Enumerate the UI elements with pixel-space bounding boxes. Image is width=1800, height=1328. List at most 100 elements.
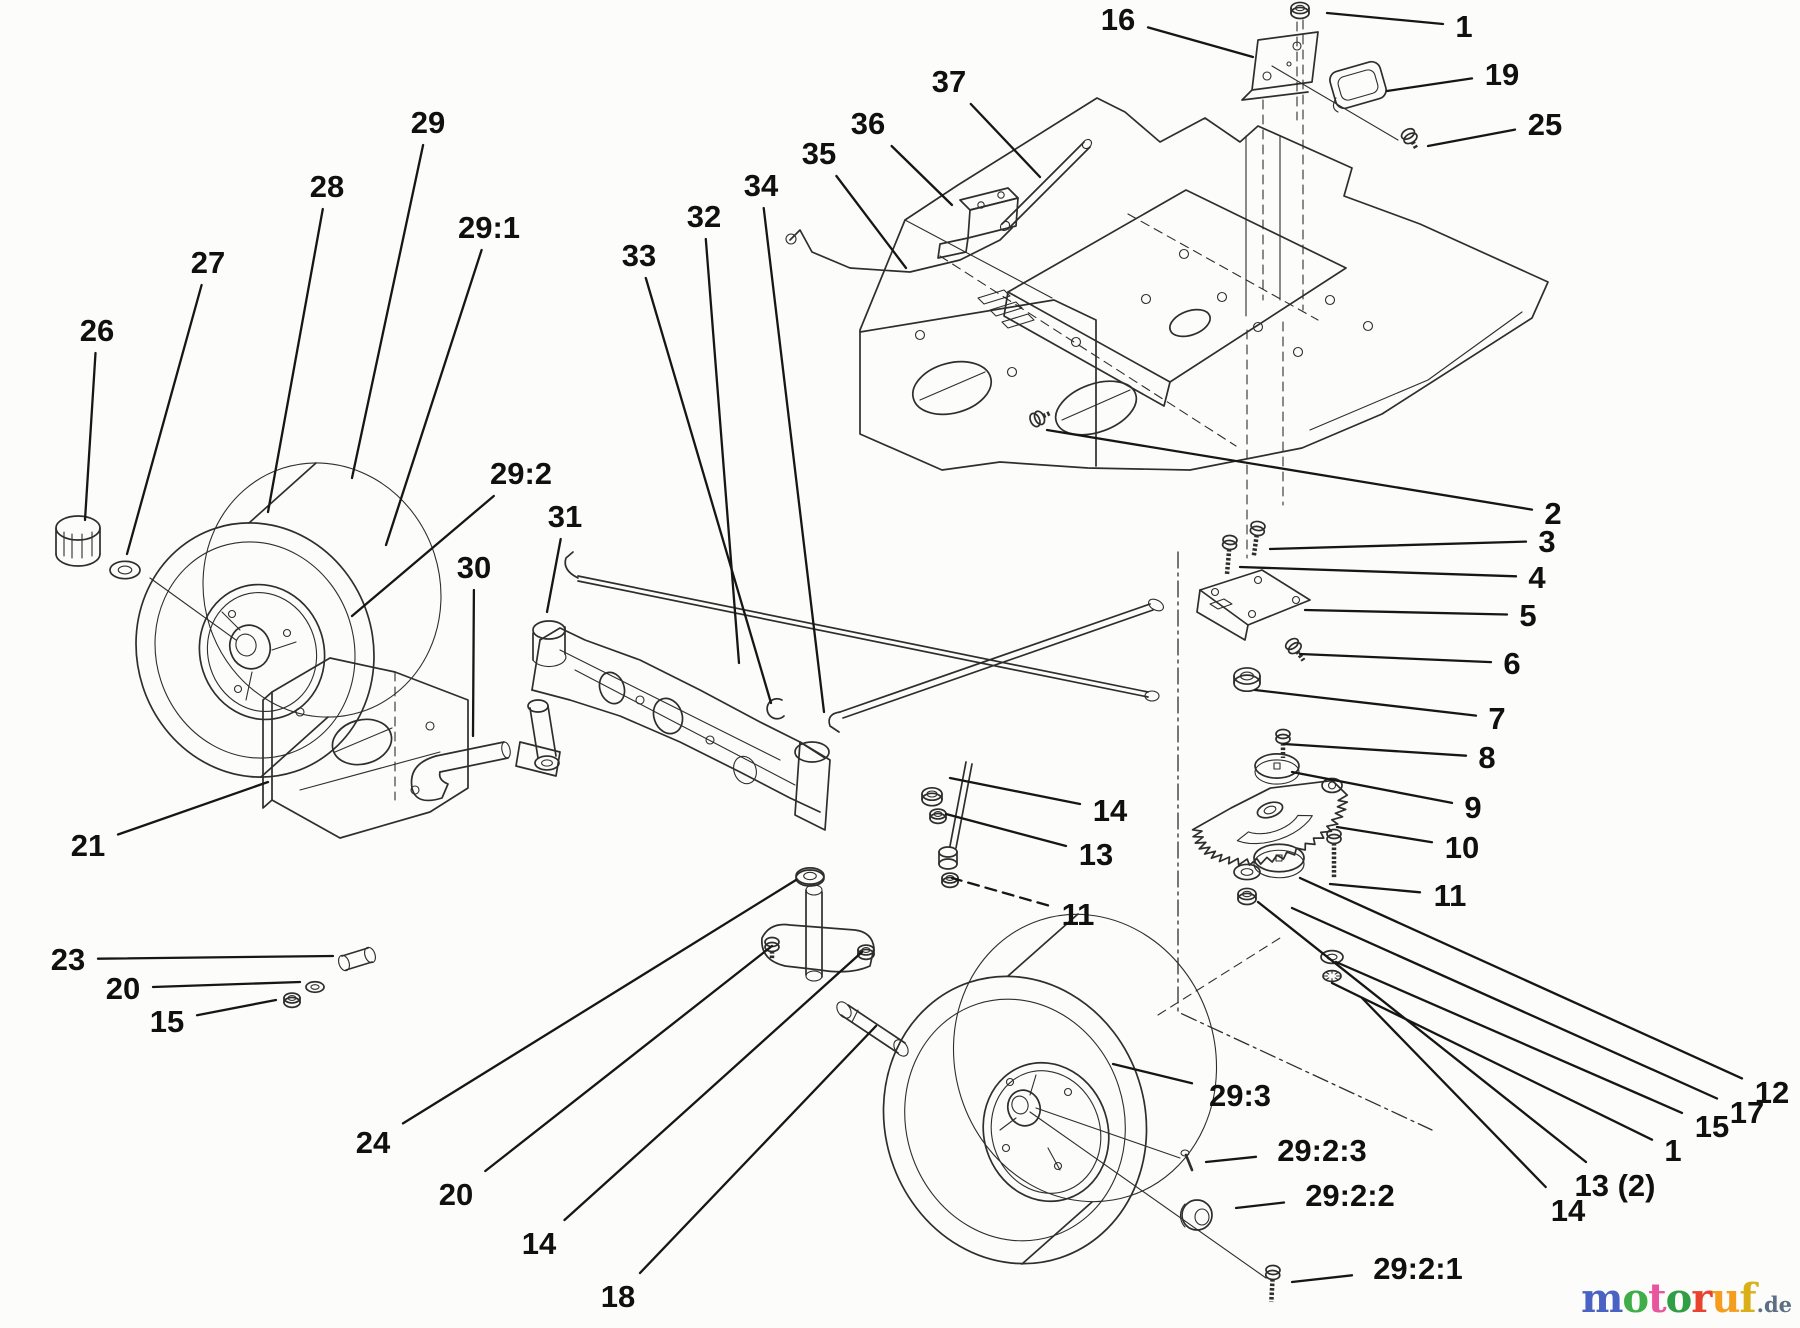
leader-callout-14-40 xyxy=(1360,996,1547,1189)
fasteners-layer xyxy=(109,1,1418,1303)
callout-30-7: 30 xyxy=(457,550,491,585)
callout-20-43: 20 xyxy=(106,971,140,1006)
sector-gear-teeth xyxy=(1191,779,1349,866)
callout-1-38: 1 xyxy=(1664,1133,1681,1168)
callout-29:2:3-32: 29:2:3 xyxy=(1277,1133,1367,1168)
callout-8-24: 8 xyxy=(1478,740,1495,775)
motoruf-logo: motoruf .de xyxy=(1581,1275,1792,1322)
leader-callout-11-27 xyxy=(1328,882,1422,894)
chassis-frame xyxy=(859,97,1549,559)
leader-callout-20-43 xyxy=(151,980,302,989)
callout-28-2: 28 xyxy=(310,169,344,204)
leader-callout-5-21 xyxy=(1303,608,1509,616)
callout-35-11: 35 xyxy=(802,136,836,171)
bolt-0 xyxy=(1249,520,1266,557)
callout-32-9: 32 xyxy=(687,199,721,234)
callout-29:1-4: 29:1 xyxy=(458,210,520,245)
bolt-6 xyxy=(1326,828,1342,878)
callout-15-37: 15 xyxy=(1695,1109,1729,1144)
callout-13-(2)-39: 13 (2) xyxy=(1575,1168,1656,1203)
cover-19 xyxy=(1329,60,1387,113)
steering-plate-5 xyxy=(1196,569,1311,641)
right-wheel-hardware xyxy=(1179,1149,1213,1231)
leader-callout-34-10 xyxy=(762,206,826,714)
leader-callout-11-30 xyxy=(950,876,1050,907)
leader-callout-30-7 xyxy=(471,588,476,738)
leader-callout-3-19 xyxy=(1268,540,1528,551)
callout-16-14: 16 xyxy=(1101,2,1135,37)
leader-callout-20-46 xyxy=(484,944,774,1173)
callout-12-35: 12 xyxy=(1755,1075,1789,1110)
gear-ear-hole xyxy=(1327,781,1337,790)
leader-callout-4-20 xyxy=(1238,565,1518,578)
leader-callout-37-13 xyxy=(969,102,1042,179)
leader-callout-21-41 xyxy=(116,780,270,836)
washer-0 xyxy=(109,560,141,580)
callout-29-3: 29 xyxy=(411,105,445,140)
leader-callout-29:2:3-32 xyxy=(1204,1155,1258,1164)
leader-callout-24-45 xyxy=(401,878,798,1125)
z-bracket-36 xyxy=(937,187,1019,259)
support-bracket-21 xyxy=(262,657,469,839)
logo-letter-r: r xyxy=(1691,1275,1712,1322)
disc-1 xyxy=(1253,843,1305,879)
callout-3-19: 3 xyxy=(1538,524,1555,559)
logo-letter-f: f xyxy=(1739,1275,1756,1322)
callout-18-48: 18 xyxy=(601,1279,635,1314)
leader-callout-35-11 xyxy=(835,174,908,270)
leader-callout-17-36 xyxy=(1290,906,1719,1100)
leader-callout-14-47 xyxy=(563,950,864,1222)
leader-callout-29:2:1-34 xyxy=(1290,1274,1354,1284)
leader-callout-16-14 xyxy=(1146,26,1255,59)
leader-callout-15-44 xyxy=(195,998,278,1017)
leader-callout-26-0 xyxy=(83,351,97,522)
callout-29:2:2-33: 29:2:2 xyxy=(1305,1178,1395,1213)
logo-letter-t: t xyxy=(1648,1275,1667,1322)
leader-callout-18-48 xyxy=(638,1024,878,1275)
callout-20-46: 20 xyxy=(439,1177,473,1212)
leader-callout-23-42 xyxy=(96,954,335,960)
leader-callout-28-2 xyxy=(266,207,324,514)
washer-2 xyxy=(795,867,825,885)
callout-37-13: 37 xyxy=(932,64,966,99)
axle-tube-30 xyxy=(410,741,511,802)
callout-7-23: 7 xyxy=(1488,701,1505,736)
lockwasher-0 xyxy=(1322,969,1342,983)
callout-10-26: 10 xyxy=(1445,830,1479,865)
left-wheel xyxy=(135,462,442,778)
nut-3 xyxy=(929,808,947,825)
callout-36-12: 36 xyxy=(851,106,885,141)
callout-23-42: 23 xyxy=(51,942,85,977)
callout-29:2:1-34: 29:2:1 xyxy=(1373,1251,1463,1286)
callout-9-25: 9 xyxy=(1464,790,1481,825)
nut-7 xyxy=(1237,887,1257,906)
callout-14-40: 14 xyxy=(1551,1193,1586,1228)
leader-callout-29-3 xyxy=(350,143,425,480)
right-wheel xyxy=(882,913,1267,1279)
leader-callout-29:1-4 xyxy=(384,248,483,547)
logo-suffix: .de xyxy=(1756,1292,1792,1317)
logo-letter-o: o xyxy=(1622,1275,1649,1322)
front-axle-beam-31 xyxy=(515,620,831,831)
drag-link-34 xyxy=(828,598,1164,870)
callout-5-21: 5 xyxy=(1519,598,1536,633)
leader-callout-10-26 xyxy=(1335,825,1434,844)
callout-31-6: 31 xyxy=(548,499,582,534)
callout-19-16: 19 xyxy=(1485,57,1519,92)
callout-24-45: 24 xyxy=(356,1125,391,1160)
nut-6 xyxy=(283,992,301,1009)
leader-callout-19-16 xyxy=(1385,77,1474,93)
disc-0 xyxy=(1254,753,1300,785)
callout-13-29: 13 xyxy=(1079,837,1113,872)
callout-25-17: 25 xyxy=(1528,107,1562,142)
leader-callout-32-9 xyxy=(704,237,741,665)
leader-callout-29:2:2-33 xyxy=(1234,1201,1286,1210)
leader-callout-25-17 xyxy=(1426,128,1517,148)
washer-3 xyxy=(1233,863,1261,881)
nut-0 xyxy=(1290,1,1310,20)
leader-callout-6-22 xyxy=(1298,652,1493,664)
leader-callout-36-12 xyxy=(890,144,954,207)
